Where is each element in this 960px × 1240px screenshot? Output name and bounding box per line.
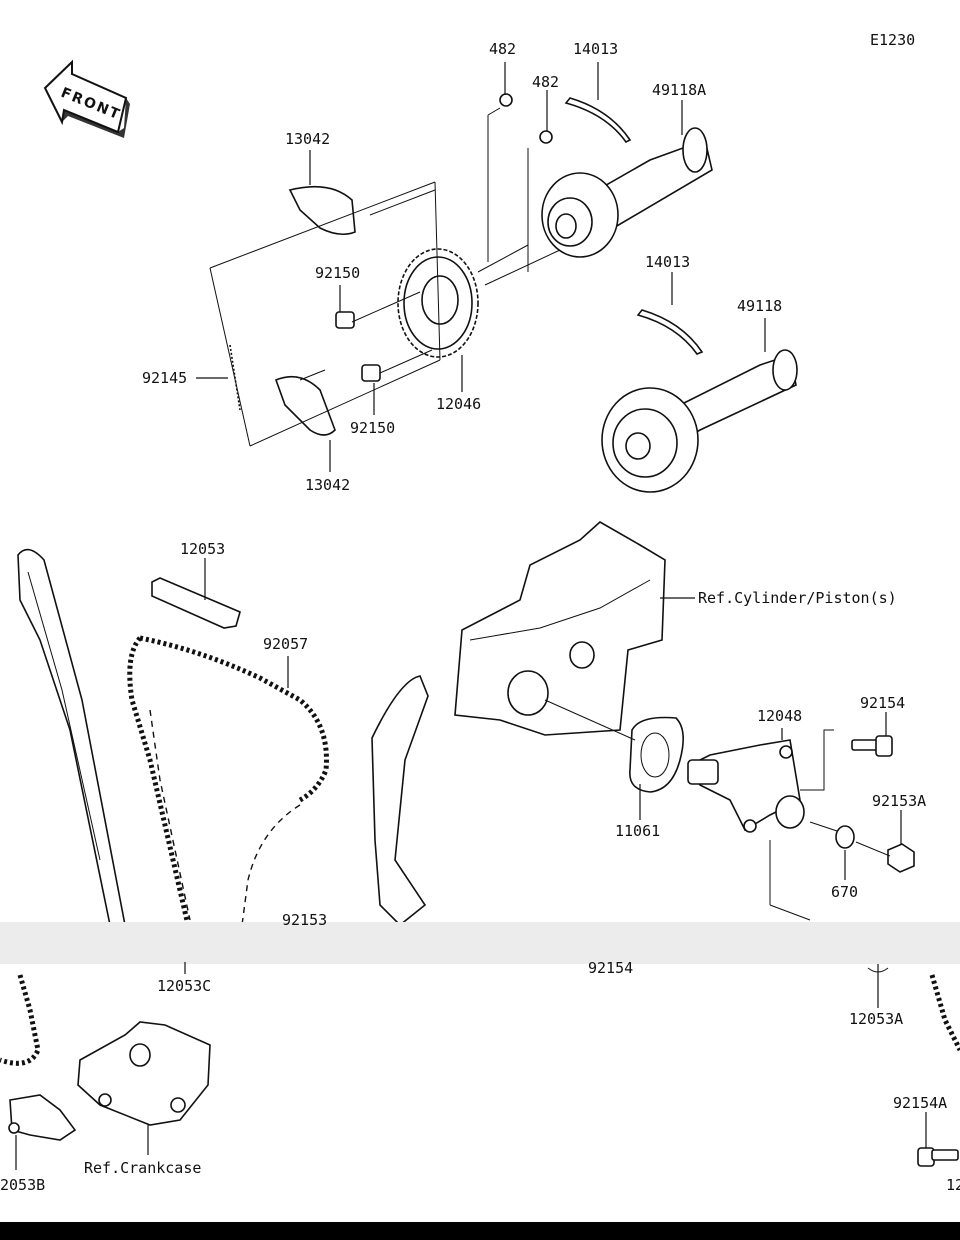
label-14013-a: 14013	[573, 40, 618, 58]
label-482-a: 482	[489, 40, 516, 58]
weight-bottom	[274, 375, 336, 436]
label-ref-cylinder: Ref.Cylinder/Piston(s)	[698, 589, 897, 607]
bolt-92154A	[917, 1147, 959, 1167]
chain-guide-left-inner	[27, 571, 101, 861]
label-670: 670	[831, 883, 858, 901]
chain-tensioner	[687, 739, 805, 833]
label-13042-a: 13042	[285, 130, 330, 148]
circlip-mid	[636, 309, 704, 355]
gasket	[629, 716, 684, 793]
timing-chain-top	[139, 635, 329, 803]
label-482-b: 482	[532, 73, 559, 91]
cylinder-block	[454, 521, 666, 736]
chain-dash-1	[149, 709, 191, 921]
bottom-bar	[0, 1222, 960, 1240]
label-92154-a: 92154	[860, 694, 905, 712]
label-ref-crankcase: Ref.Crankcase	[84, 1159, 201, 1177]
weight-top	[288, 185, 356, 236]
bolt-92150-a	[335, 311, 355, 329]
label-49118A: 49118A	[652, 81, 706, 99]
label-92150-b: 92150	[350, 419, 395, 437]
leader-lines-top	[196, 62, 766, 472]
tensioner-guide	[371, 675, 429, 927]
timing-chain-bottom-right	[929, 974, 960, 1052]
clip-482-b	[539, 130, 553, 144]
label-12048: 12048	[757, 707, 802, 725]
label-92153: 92153	[282, 911, 327, 929]
label-92150-a: 92150	[315, 264, 360, 282]
circlip-top	[564, 97, 632, 144]
timing-chain-left	[127, 636, 191, 926]
label-12053A: 12053A	[849, 1010, 903, 1028]
label-92153A: 92153A	[872, 792, 926, 810]
crankcase	[77, 1021, 211, 1126]
label-12053B: 2053B	[0, 1176, 45, 1194]
label-92057: 92057	[263, 635, 308, 653]
bolt-92154	[851, 735, 893, 757]
camshaft-exhaust	[541, 127, 713, 258]
label-49118: 49118	[737, 297, 782, 315]
label-11061: 11061	[615, 822, 660, 840]
chain-guide-left	[17, 548, 126, 926]
chain-guide-top	[151, 577, 241, 629]
bracket-12053B	[9, 1094, 77, 1141]
label-92154-b: 92154	[588, 959, 633, 977]
chain-dash-2	[241, 804, 301, 926]
diagram-code: E1230	[870, 31, 915, 49]
timing-chain-bottom-left	[0, 974, 41, 1066]
label-92145: 92145	[142, 369, 187, 387]
bolt-92150-b	[361, 364, 381, 382]
label-12053: 12053	[180, 540, 225, 558]
label-12053C: 12053C	[157, 977, 211, 995]
label-12046: 12046	[436, 395, 481, 413]
label-92154A: 92154A	[893, 1094, 947, 1112]
label-13042-b: 13042	[305, 476, 350, 494]
nut-92153A	[887, 843, 915, 873]
washer-670	[835, 825, 855, 849]
camshaft-intake	[601, 349, 798, 493]
clip-482-a	[499, 93, 513, 107]
front-arrow-icon: FRONT	[43, 59, 130, 138]
part-labels: 482 482 14013 49118A 13042 92150 14013 4…	[0, 40, 960, 1194]
scan-noise-band	[0, 922, 960, 964]
label-14013-b: 14013	[645, 253, 690, 271]
label-right-cut: 12	[946, 1176, 960, 1194]
